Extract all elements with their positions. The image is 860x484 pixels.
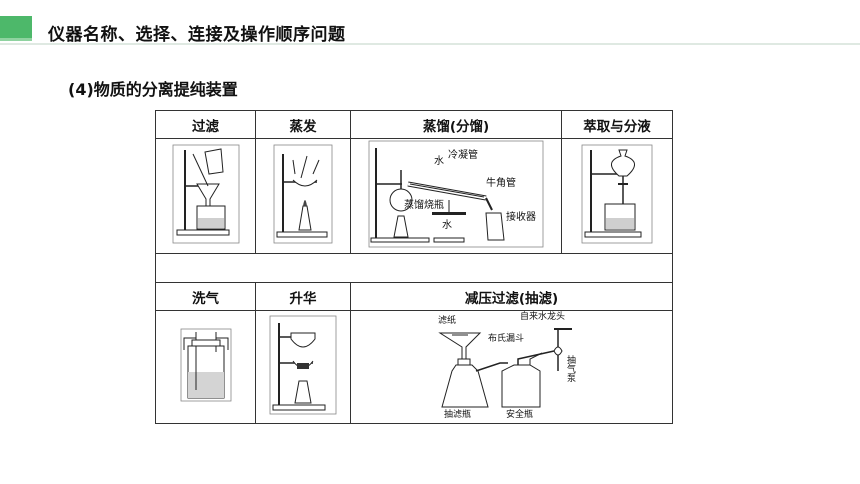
- separatory-funnel-illustration: [581, 144, 653, 244]
- suction-filter-flask-label: 抽滤瓶: [444, 408, 471, 419]
- distill-receiver-label: 接收器: [506, 210, 536, 223]
- sublimation-cell: [255, 310, 351, 424]
- distill-condenser-label: 冷凝管: [448, 148, 478, 161]
- header-divider: [0, 43, 860, 45]
- suction-tap-label: 自来水龙头: [520, 311, 565, 322]
- header-gas-washing: 洗气: [155, 282, 256, 311]
- header-accent-bar: [0, 16, 32, 38]
- gas-washing-bottle-illustration: [180, 328, 231, 402]
- header-distillation: 蒸馏(分馏): [350, 110, 562, 139]
- suction-filtration-cell: 滤纸 自来水龙头 布氏漏斗 抽气泵 抽滤瓶 安全瓶: [350, 310, 673, 424]
- header-extraction: 萃取与分液: [561, 110, 673, 139]
- filtration-apparatus-illustration: [172, 144, 239, 244]
- blank-row: [155, 253, 673, 283]
- evaporation-cell: [255, 138, 351, 254]
- distill-flask-label: 蒸馏烧瓶: [404, 198, 444, 211]
- apparatus-table: 过滤 蒸发 蒸馏(分馏) 萃取与分液: [155, 110, 673, 424]
- suction-pump-label: 抽气泵: [565, 354, 576, 382]
- section-title: (4)物质的分离提纯装置: [68, 80, 238, 99]
- gas-washing-cell: [155, 310, 256, 424]
- distill-adapter-label: 牛角管: [486, 176, 516, 189]
- sublimation-apparatus-illustration: [269, 315, 337, 415]
- distillation-apparatus-illustration: 水 冷凝管 牛角管 蒸馏烧瓶 水 接收器: [368, 140, 544, 248]
- suction-filtration-apparatus-illustration: 滤纸 自来水龙头 布氏漏斗 抽气泵 抽滤瓶 安全瓶: [438, 310, 576, 420]
- header-sublimation: 升华: [255, 282, 351, 311]
- suction-filter-paper-label: 滤纸: [438, 314, 456, 326]
- suction-safety-bottle-label: 安全瓶: [506, 408, 533, 419]
- distillation-cell: 水 冷凝管 牛角管 蒸馏烧瓶 水 接收器: [350, 138, 562, 254]
- header-accent-underline: [0, 38, 32, 41]
- header-filtration: 过滤: [155, 110, 256, 139]
- evaporation-apparatus-illustration: [273, 144, 333, 244]
- distill-water-in-label: 水: [434, 155, 444, 167]
- suction-buchner-label: 布氏漏斗: [488, 332, 524, 344]
- distill-water-out-label: 水: [442, 219, 452, 231]
- extraction-cell: [561, 138, 673, 254]
- header-evaporation: 蒸发: [255, 110, 351, 139]
- filtration-cell: [155, 138, 256, 254]
- page-title: 仪器名称、选择、连接及操作顺序问题: [48, 25, 346, 45]
- header-suction-filtration: 减压过滤(抽滤): [350, 282, 673, 311]
